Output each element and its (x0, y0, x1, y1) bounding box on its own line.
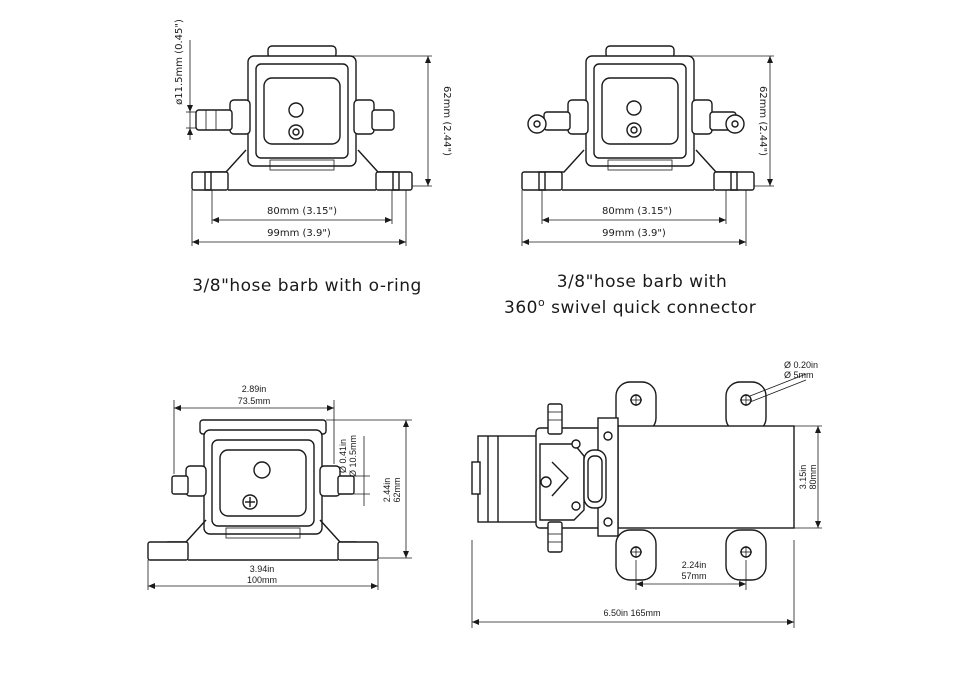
dim-bottom-mm-bottom-left: 100mm (247, 575, 277, 585)
dim-hole-mm: Ø 5mm (784, 370, 814, 380)
dim-width-outer-left: 99mm (3.9") (267, 228, 331, 239)
dim-height-left: 62mm (2.44") (441, 86, 452, 156)
dim-lines-bottom-right (471, 373, 822, 628)
view-bottom-left: 2.89in 73.5mm 3.94in 100mm Ø 0.41in Ø 10… (147, 384, 412, 590)
dim-height-in-bottom-left: 2.44in (382, 478, 392, 503)
pump-side-drawing (471, 381, 795, 581)
view-top-left: 80mm (3.15") 99mm (3.9") 62mm (2.44") ø1… (174, 19, 452, 296)
pump-front-drawing-bottom-left (147, 419, 379, 561)
caption-degree-sign: o (538, 296, 545, 309)
view-bottom-right: Ø 0.20in Ø 5mm 3.15in 80mm 2.24in 57mm 6… (471, 360, 822, 628)
dim-barb-mm-bottom-left: Ø 10.5mm (348, 435, 358, 477)
caption-suffix: swivel quick connector (545, 298, 756, 318)
dim-width-inner-left: 80mm (3.15") (267, 206, 337, 217)
dim-height-right: 62mm (2.44") (757, 86, 768, 156)
caption-top-left: 3/8"hose barb with o-ring (192, 276, 422, 296)
dim-top-in-bottom-left: 2.89in (242, 384, 267, 394)
pump-front-drawing-right (521, 45, 755, 191)
dim-height-in-bottom-right: 3.15in (798, 465, 808, 490)
dim-barb-diameter-left: ø11.5mm (0.45") (174, 19, 185, 105)
dim-lines-top-left (186, 40, 432, 246)
dim-lines-bottom-left (147, 400, 412, 590)
view-top-right: 80mm (3.15") 99mm (3.9") 62mm (2.44") 3/… (504, 45, 774, 318)
dim-height-mm-bottom-right: 80mm (808, 464, 818, 489)
dim-lines-top-right (521, 55, 774, 246)
dim-barb-in-bottom-left: Ø 0.41in (338, 439, 348, 473)
caption-top-right-line2: 360o swivel quick connector (504, 296, 756, 318)
dim-mount-in: 2.24in (682, 560, 707, 570)
dim-overall-length: 6.50in 165mm (603, 608, 660, 618)
caption-degree-value: 360 (504, 298, 538, 318)
dim-width-inner-right: 80mm (3.15") (602, 206, 672, 217)
dim-width-outer-right: 99mm (3.9") (602, 228, 666, 239)
dim-top-mm-bottom-left: 73.5mm (238, 396, 271, 406)
dim-bottom-in-bottom-left: 3.94in (250, 564, 275, 574)
dim-mount-mm: 57mm (681, 571, 706, 581)
dim-height-mm-bottom-left: 62mm (392, 477, 402, 502)
caption-top-right-line1: 3/8"hose barb with (557, 272, 728, 292)
pump-front-drawing-left (191, 45, 413, 191)
dim-hole-in: Ø 0.20in (784, 360, 818, 370)
